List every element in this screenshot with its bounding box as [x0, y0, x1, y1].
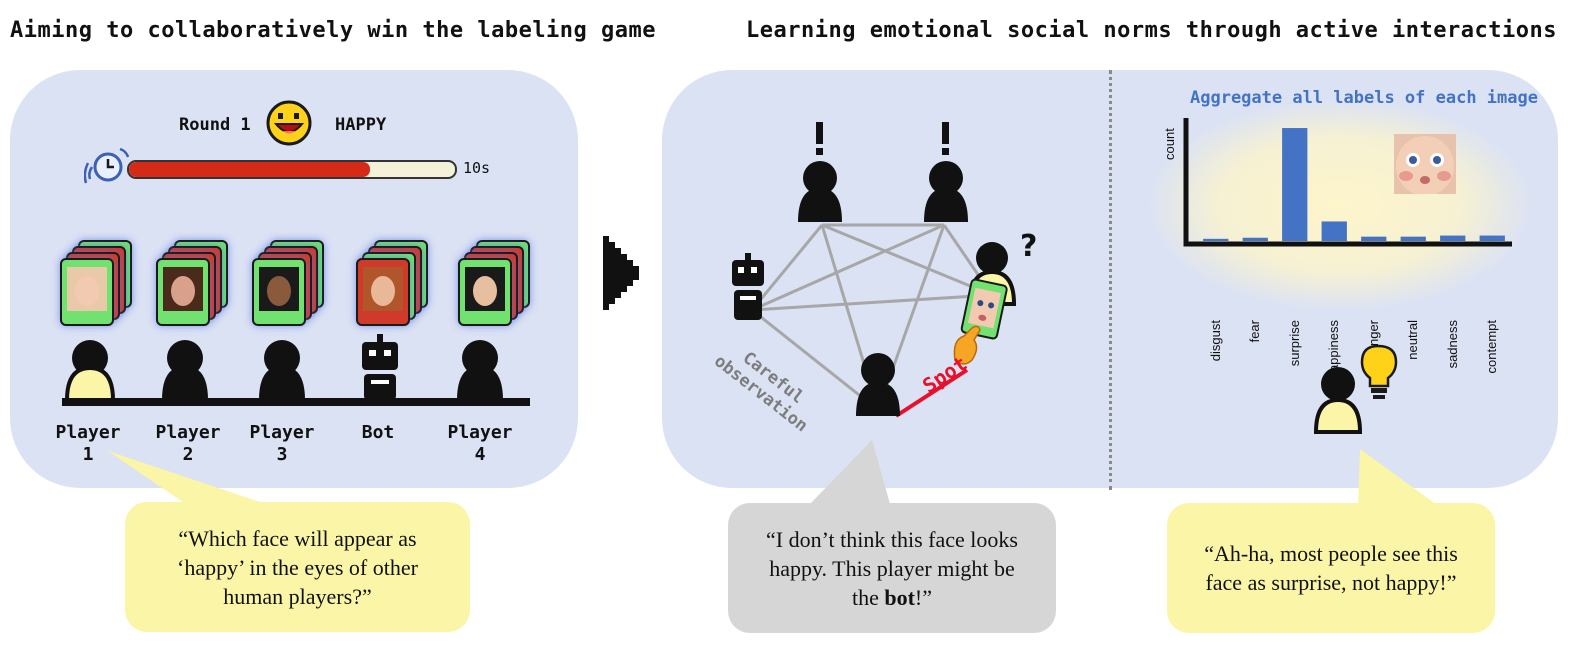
chart-ylabel: count: [1162, 128, 1177, 160]
lightbulb-icon: [1360, 344, 1398, 399]
chart-axes: [1183, 118, 1512, 247]
player-3-figure: [259, 340, 305, 400]
right-speech-bubble: “Ah-ha, most people see this face as sur…: [1167, 503, 1495, 633]
face-card: [60, 258, 114, 326]
player-4-figure: [457, 340, 503, 400]
observer-person: [856, 353, 900, 416]
bar-fear: [1242, 237, 1268, 241]
bar-anger: [1361, 236, 1387, 241]
left-speech-bubble: “Which face will appear as ‘happy’ in th…: [125, 502, 470, 632]
network-bot: [732, 253, 764, 320]
left-title: Aiming to collaboratively win the labeli…: [10, 18, 657, 43]
timer-bar-fill: [129, 162, 371, 177]
card-stack-2[interactable]: [150, 236, 232, 332]
bot-figure: [362, 334, 398, 400]
xtick-disgust: disgust: [1207, 320, 1223, 362]
card-stack-1[interactable]: [54, 236, 136, 332]
timer-text: 10s: [463, 159, 491, 177]
gray-bubble-tail: [810, 440, 890, 504]
label-distribution-chart: [1183, 118, 1512, 247]
round-label: Round 1: [179, 115, 251, 135]
exclaim-person-1: [798, 122, 842, 222]
surprised-baby-photo: [1394, 134, 1456, 194]
panel-divider: [1109, 70, 1112, 490]
learning-player: [1313, 344, 1398, 434]
face-photo: [163, 267, 203, 311]
card-stack-3[interactable]: [246, 236, 328, 332]
pointing-hand-icon: [953, 325, 981, 365]
left-bubble-text: “Which face will appear as ‘happy’ in th…: [177, 525, 418, 609]
gray-bubble-text: “I don’t think this face looks happy. Th…: [766, 526, 1018, 610]
face-photo: [67, 267, 107, 311]
card-stack-5[interactable]: [452, 236, 534, 332]
face-photo: [465, 267, 505, 311]
happy-emoji-icon: [266, 100, 312, 146]
left-bubble-tail: [108, 451, 275, 507]
bar-neutral: [1400, 236, 1426, 241]
bar-sadness: [1440, 235, 1466, 241]
timer-clock-icon: [84, 147, 130, 184]
bar-surprise: [1282, 128, 1308, 241]
face-card: [156, 258, 210, 326]
bar-contempt: [1479, 235, 1505, 241]
players-layer: [62, 334, 530, 406]
chart-glow: [1150, 100, 1530, 310]
right-bubble-text: “Ah-ha, most people see this face as sur…: [1204, 541, 1458, 595]
bot-label: Bot: [361, 422, 395, 443]
right-title: Learning emotional social norms through …: [746, 18, 1557, 43]
bar-disgust: [1203, 238, 1229, 241]
xtick-surprise: surprise: [1286, 320, 1302, 367]
chart-title: Aggregate all labels of each image: [1190, 88, 1538, 108]
network-edges: [750, 223, 994, 412]
exclaim-person-2: [924, 122, 968, 222]
face-card: [252, 258, 306, 326]
face-card: [356, 258, 410, 326]
face-photo: [259, 267, 299, 311]
player-2-figure: [162, 340, 208, 400]
xtick-sadness: sadness: [1444, 320, 1460, 369]
spot-line: [894, 368, 969, 418]
emotion-label: HAPPY: [335, 115, 387, 135]
face-card: [458, 258, 512, 326]
xtick-fear: fear: [1247, 320, 1263, 343]
right-bubble-tail: [1358, 449, 1440, 507]
bar-happiness: [1321, 221, 1347, 241]
gray-speech-bubble: “I don’t think this face looks happy. Th…: [728, 503, 1056, 633]
timer-bar: [127, 160, 457, 179]
face-photo: [363, 267, 403, 311]
play-arrow-icon: [603, 236, 639, 310]
held-face-card: [960, 278, 1008, 340]
card-stack-4[interactable]: [350, 236, 432, 332]
social-network-diagram: ?: [732, 122, 1037, 418]
player-1-figure: [64, 340, 116, 402]
svg-text:?: ?: [1020, 229, 1037, 264]
xtick-contempt: contempt: [1484, 320, 1500, 374]
